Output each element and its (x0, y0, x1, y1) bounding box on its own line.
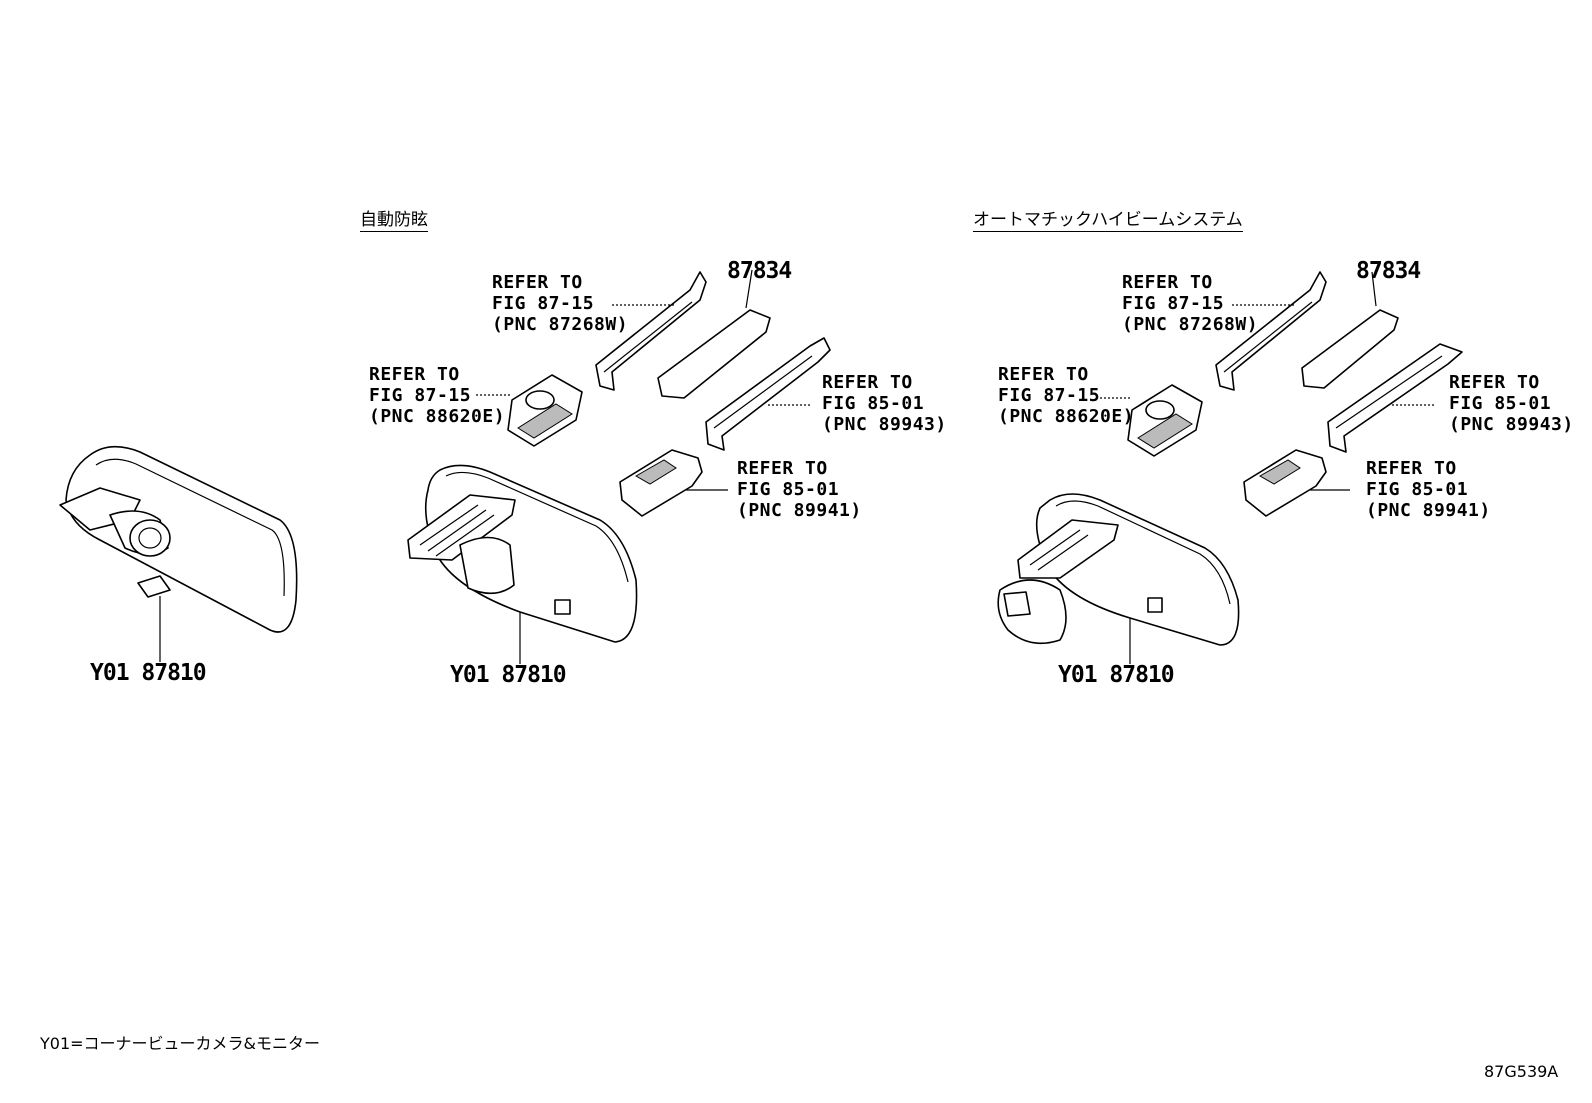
figure-code: 87G539A (1484, 1062, 1559, 1081)
group-heading: 自動防眩 (360, 205, 428, 232)
mirror-auto-dimming (407, 269, 831, 664)
part-label: Y01 87810 (1058, 662, 1175, 688)
part-number: 87834 (1356, 258, 1421, 284)
part-number: 87834 (727, 258, 792, 284)
group-heading: オートマチックハイビームシステム (973, 205, 1243, 232)
part-label: Y01 87810 (90, 660, 207, 686)
footnote: Y01=コーナービューカメラ&モニター (40, 1034, 321, 1053)
mirror-basic (59, 445, 298, 662)
mirror-auto-high-beam (997, 271, 1463, 664)
part-label: Y01 87810 (450, 662, 567, 688)
